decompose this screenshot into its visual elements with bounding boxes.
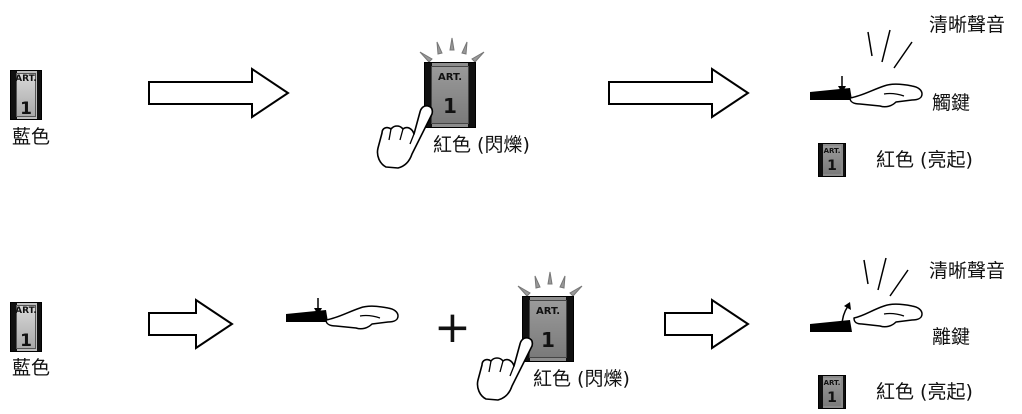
blink-label: 紅色 (閃爍) bbox=[433, 134, 530, 156]
pressing-hand-icon bbox=[476, 337, 534, 401]
key-action-label: 觸鍵 bbox=[932, 92, 971, 114]
key-press-icon bbox=[286, 298, 399, 330]
flashing-rays-icon bbox=[517, 271, 583, 297]
art1-button-lit: ART. 1 bbox=[818, 143, 846, 177]
start-color-label: 藍色 bbox=[12, 126, 51, 148]
lit-label: 紅色 (亮起) bbox=[876, 149, 973, 171]
art1-button-blue: ART. 1 bbox=[10, 302, 42, 352]
lit-label: 紅色 (亮起) bbox=[876, 381, 973, 403]
start-color-label: 藍色 bbox=[12, 357, 51, 379]
sound-label: 清晰聲音 bbox=[929, 260, 1006, 282]
art1-button-blue: ART. 1 bbox=[10, 70, 42, 120]
sound-lines-icon bbox=[867, 29, 913, 69]
right-arrow-icon bbox=[664, 298, 750, 350]
right-arrow-icon bbox=[608, 67, 750, 119]
flashing-rays-icon bbox=[419, 37, 485, 63]
blink-label: 紅色 (閃爍) bbox=[533, 368, 630, 390]
right-arrow-icon bbox=[148, 67, 290, 119]
sound-lines-icon bbox=[863, 257, 909, 297]
pressing-hand-icon bbox=[376, 105, 434, 169]
art1-button-lit: ART. 1 bbox=[818, 375, 846, 409]
key-press-icon bbox=[810, 76, 923, 108]
art1-button-flashing: ART. 1 bbox=[424, 62, 476, 128]
right-arrow-icon bbox=[148, 298, 234, 350]
key-release-icon bbox=[810, 302, 923, 332]
sound-label: 清晰聲音 bbox=[929, 14, 1006, 36]
art1-button-flashing: ART. 1 bbox=[522, 296, 574, 362]
plus-sign: + bbox=[434, 302, 471, 353]
key-action-label: 離鍵 bbox=[932, 326, 971, 348]
